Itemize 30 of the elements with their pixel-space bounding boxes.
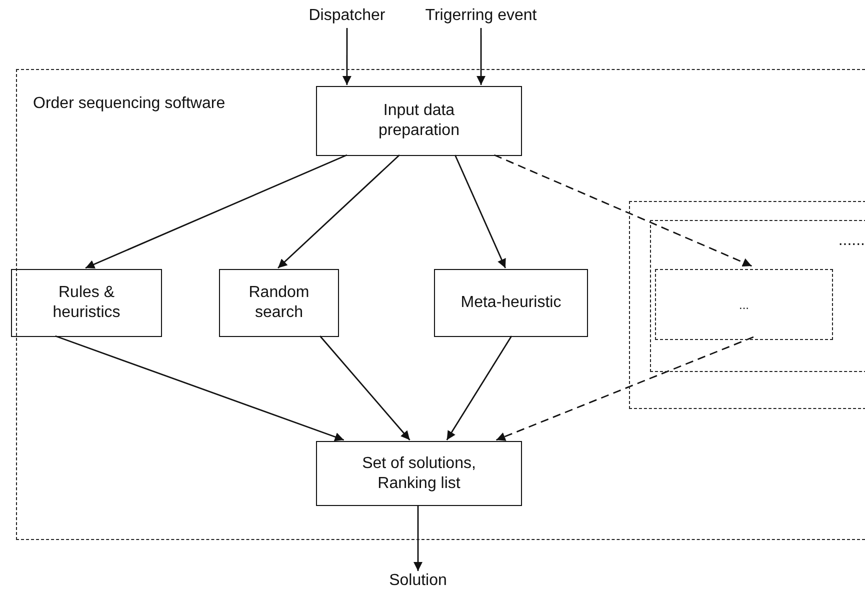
dashed-box: [629, 201, 865, 409]
process-box: [316, 86, 522, 156]
box-label: Random search: [248, 283, 310, 323]
box-label: Set of solutions, Ranking list: [361, 454, 477, 494]
arrow: [494, 154, 752, 267]
arrow: [496, 336, 754, 441]
input-label: Solution: [388, 571, 448, 591]
arrow: [414, 505, 422, 571]
dashed-box: [650, 220, 865, 372]
process-box: [11, 269, 162, 337]
input-label: Trigerring event: [424, 6, 538, 26]
process-box: [434, 269, 588, 337]
ellipsis-text: ......: [838, 231, 865, 251]
arrow: [446, 336, 512, 440]
dashed-box: [655, 269, 833, 340]
box-label: Rules & heuristics: [52, 283, 122, 323]
process-box: [219, 269, 339, 337]
ellipsis-text: ...: [738, 296, 749, 314]
input-label: Dispatcher: [308, 6, 386, 26]
boundary-title: Order sequencing software: [33, 94, 226, 114]
arrow: [342, 28, 352, 85]
arrow: [85, 154, 348, 269]
process-box: [316, 441, 522, 506]
arrow: [476, 28, 486, 85]
box-label: Meta-heuristic: [460, 293, 562, 313]
arrow: [454, 154, 506, 268]
arrow: [278, 154, 400, 269]
arrow: [319, 336, 410, 440]
box-label: Input data preparation: [378, 101, 460, 141]
arrow: [55, 335, 344, 442]
